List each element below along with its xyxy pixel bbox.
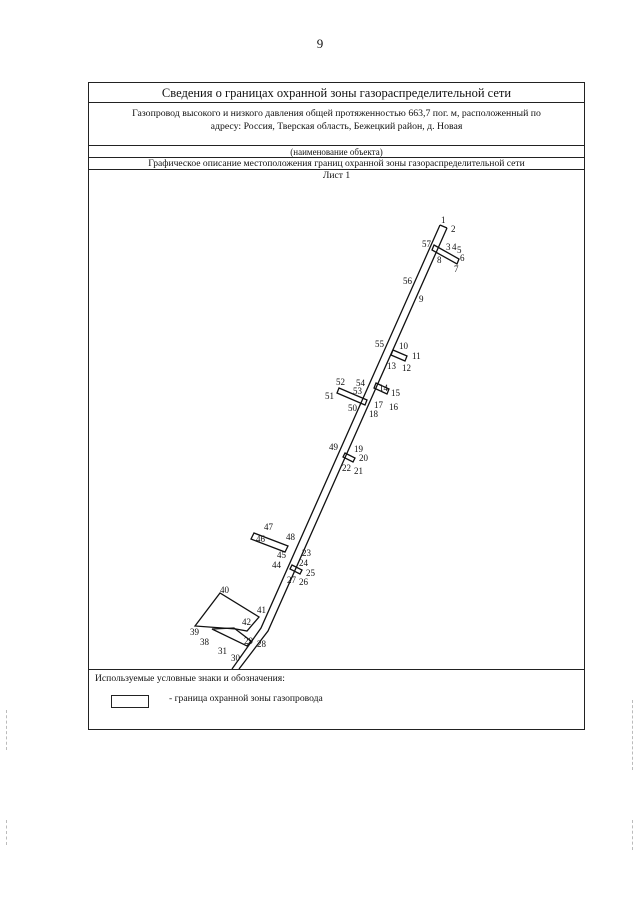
point-label: 27 xyxy=(287,575,297,585)
point-label: 39 xyxy=(190,627,200,637)
point-label: 47 xyxy=(264,522,274,532)
point-label: 57 xyxy=(422,239,432,249)
point-label: 13 xyxy=(387,361,397,371)
graphic-title: Графическое описание местоположения гран… xyxy=(89,158,584,170)
legend-title: Используемые условные знаки и обозначени… xyxy=(95,673,285,684)
point-label: 50 xyxy=(348,403,358,413)
point-label: 9 xyxy=(419,294,424,304)
point-label: 56 xyxy=(403,276,413,286)
point-label: 8 xyxy=(437,255,442,265)
point-label: 14 xyxy=(379,383,389,393)
point-label: 40 xyxy=(220,585,230,595)
point-label: 51 xyxy=(325,391,334,401)
point-label: 1 xyxy=(441,215,446,225)
point-label: 18 xyxy=(369,409,379,419)
point-label: 10 xyxy=(399,341,409,351)
margin-mark xyxy=(632,700,634,770)
object-name: Газопровод высокого и низкого давления о… xyxy=(89,103,584,145)
point-label: 26 xyxy=(299,577,309,587)
branch-5 xyxy=(342,452,356,463)
plot-area xyxy=(193,592,260,632)
point-label: 21 xyxy=(354,466,363,476)
point-label: 11 xyxy=(412,351,421,361)
point-label: 29 xyxy=(244,636,254,646)
point-label: 46 xyxy=(256,534,266,544)
point-label: 4 xyxy=(452,242,457,252)
point-label: 17 xyxy=(374,400,384,410)
point-label: 44 xyxy=(272,560,282,570)
point-label: 2 xyxy=(451,224,456,234)
zone-boundary-left xyxy=(231,224,441,669)
document-title: Сведения о границах охранной зоны газора… xyxy=(89,83,584,103)
zone-boundary-right xyxy=(238,227,448,669)
point-label: 19 xyxy=(354,444,364,454)
point-label: 42 xyxy=(242,617,251,627)
object-caption: (наименование объекта) xyxy=(89,145,584,158)
point-label: 6 xyxy=(460,253,465,263)
point-label: 54 xyxy=(356,378,366,388)
point-label: 28 xyxy=(257,639,267,649)
point-label: 22 xyxy=(342,463,351,473)
branch-1 xyxy=(431,244,460,265)
object-name-line-1: Газопровод высокого и низкого давления о… xyxy=(132,108,541,119)
point-label: 12 xyxy=(402,363,411,373)
page-number: 9 xyxy=(316,36,324,51)
legend-item-text: - граница охранной зоны газопровода xyxy=(169,693,323,704)
point-label: 31 xyxy=(218,646,227,656)
branch-4 xyxy=(373,382,390,395)
point-label: 53 xyxy=(353,386,363,396)
margin-mark xyxy=(6,710,8,750)
point-label: 23 xyxy=(302,548,312,558)
branch-7 xyxy=(289,564,303,575)
point-label: 41 xyxy=(257,605,266,615)
point-label: 25 xyxy=(306,568,316,578)
branch-6 xyxy=(250,532,289,553)
point-label: 24 xyxy=(299,558,309,568)
point-label: 55 xyxy=(375,339,385,349)
point-label: 3 xyxy=(446,242,451,252)
legend-symbol-box xyxy=(111,695,149,708)
point-label: 20 xyxy=(359,453,369,463)
point-label: 48 xyxy=(286,532,296,542)
margin-mark xyxy=(6,820,8,845)
map-bottom-line xyxy=(89,669,584,670)
point-label: 5 xyxy=(457,245,462,255)
point-label: 7 xyxy=(454,264,459,274)
document-frame: Сведения о границах охранной зоны газора… xyxy=(88,82,585,730)
point-label: 45 xyxy=(277,550,287,560)
point-label: 38 xyxy=(200,637,210,647)
object-name-line-2: адресу: Россия, Тверская область, Бежецк… xyxy=(210,121,463,132)
point-label: 15 xyxy=(391,388,401,398)
branch-3 xyxy=(336,387,368,406)
point-label: 52 xyxy=(336,377,345,387)
point-label: 16 xyxy=(389,402,399,412)
pipeline-map: 1 2 3 4 5 6 7 8 9 10 11 12 13 14 15 16 1… xyxy=(190,215,465,669)
point-label: 49 xyxy=(329,442,339,452)
sheet-label: Лист 1 xyxy=(322,170,351,181)
branch-2 xyxy=(390,349,408,362)
point-labels: 1 2 3 4 5 6 7 8 9 10 11 12 13 14 15 16 1… xyxy=(190,215,465,663)
point-label: 30 xyxy=(231,653,241,663)
margin-mark xyxy=(632,820,634,850)
